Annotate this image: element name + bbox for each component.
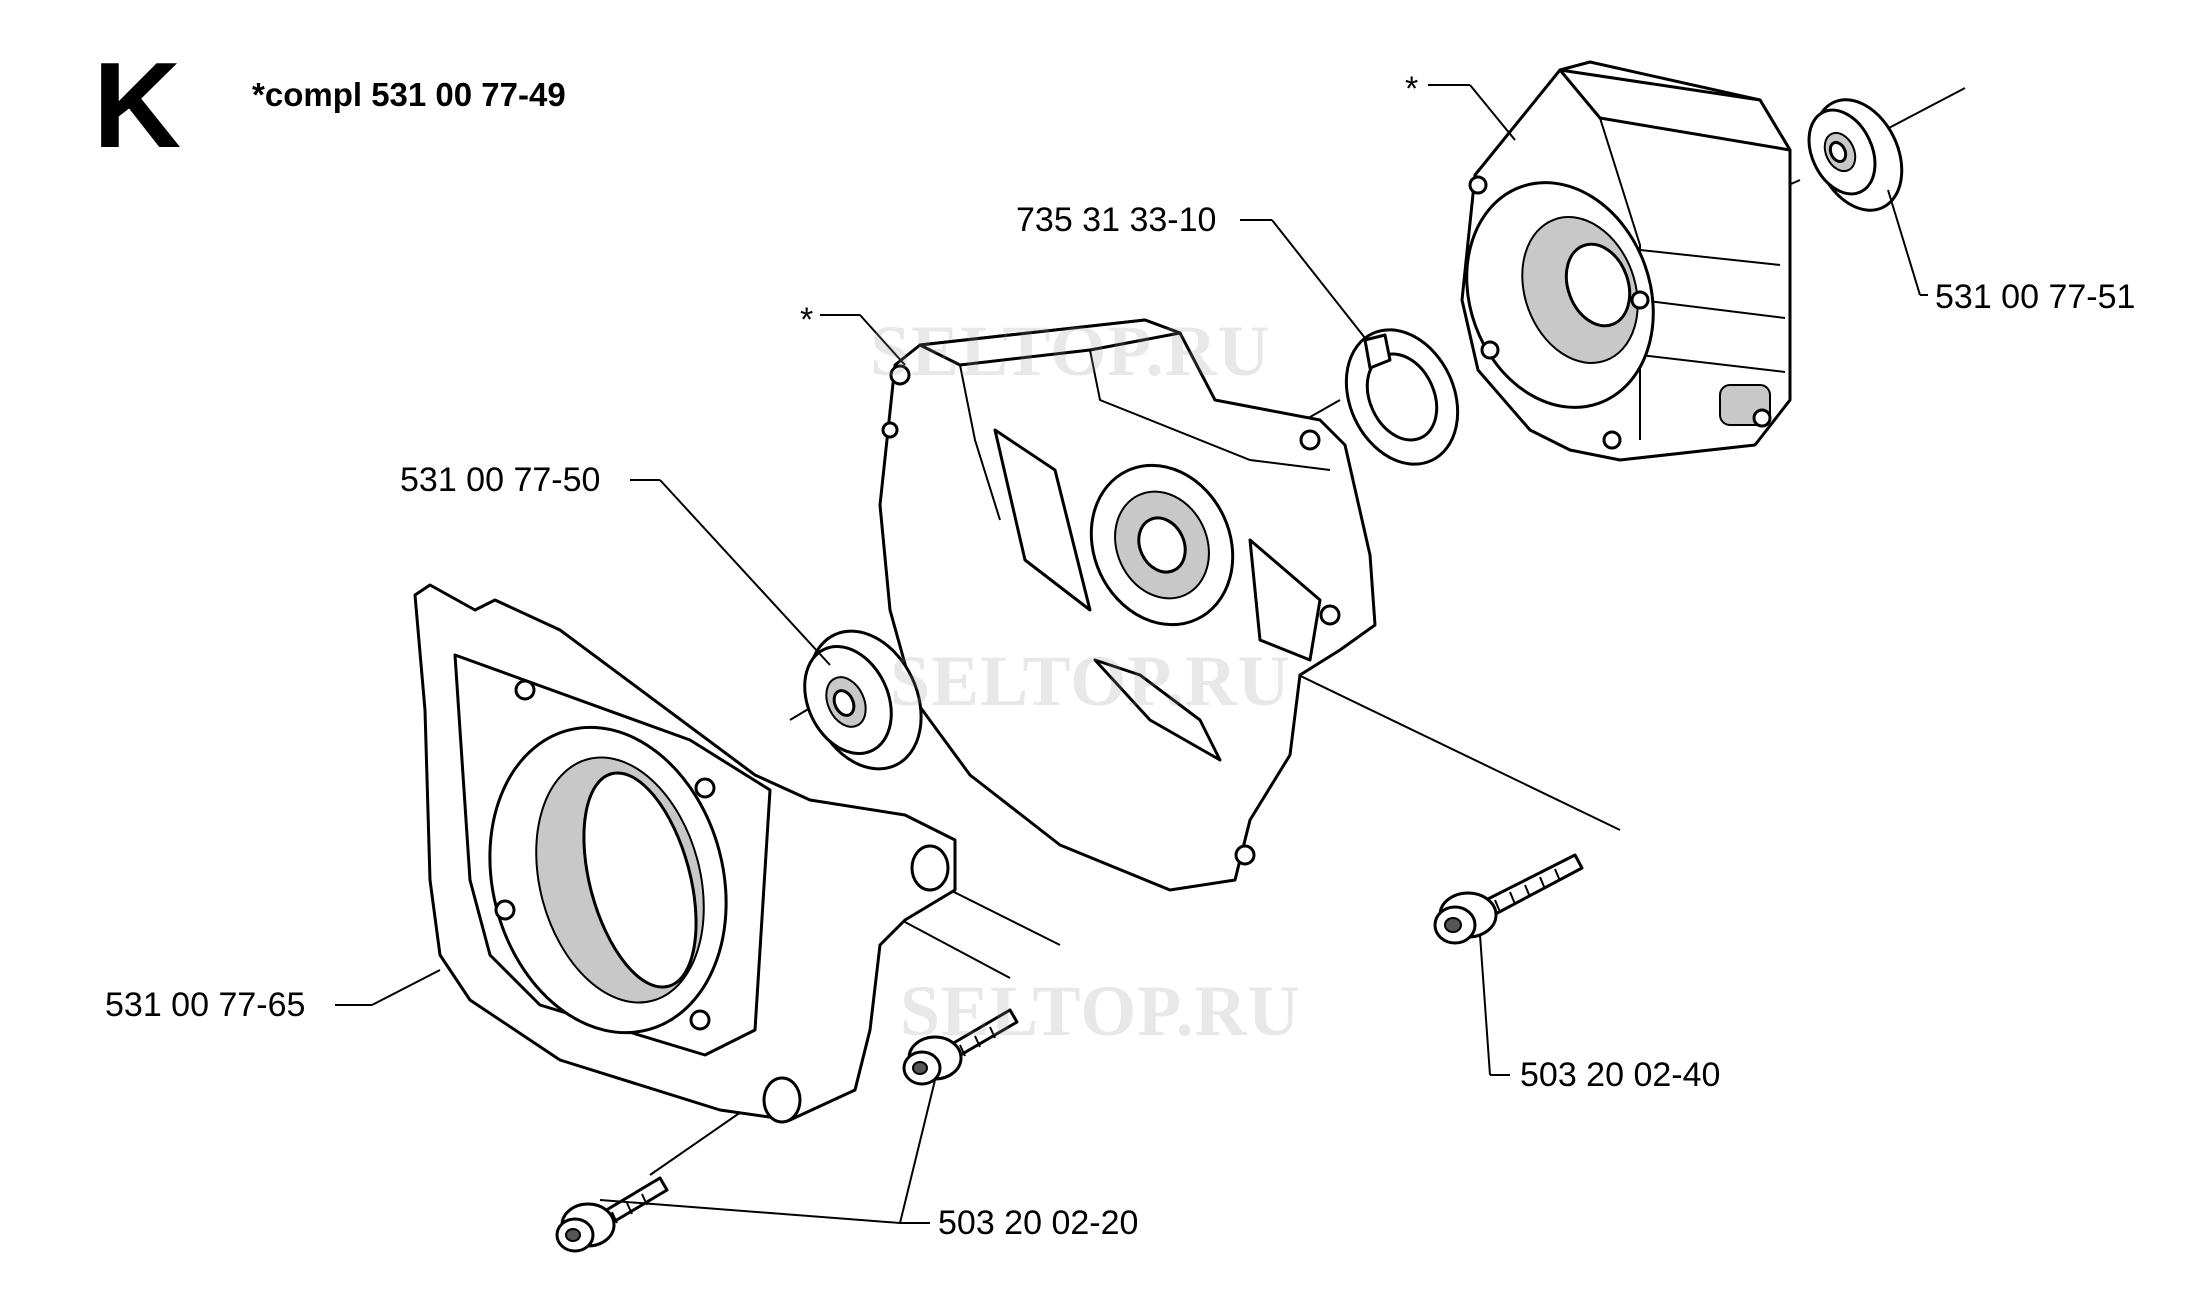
bolt-long [1433,853,1584,945]
watermark: SELTOP.RU [870,311,1271,391]
callout-bolt-long: 503 20 02-40 [1520,1056,1721,1094]
callout-seal-left: 531 00 77-50 [400,461,601,499]
right-oil-seal [1807,98,1904,212]
callout-star-crankcase: * [800,301,814,339]
circlip [1344,328,1460,466]
right-crankcase-cover [1460,60,1792,462]
watermark: SELTOP.RU [900,971,1301,1051]
callout-cover-left: 531 00 77-65 [105,986,306,1024]
bolt-short-lower [555,1176,669,1253]
watermark: SELTOP.RU [890,641,1291,721]
center-crankcase-half [878,318,1377,892]
left-cover [413,583,957,1124]
complete-assembly-number: *compl 531 00 77-49 [252,76,566,113]
bolt-short-upper [902,1008,1019,1086]
leader-lines [335,84,1928,1224]
section-letter: K [93,37,182,173]
left-oil-seal [803,629,923,771]
callout-bolt-short: 503 20 02-20 [938,1204,1139,1242]
callout-seal-right: 531 00 77-51 [1935,278,2136,316]
callout-star-cover: * [1405,70,1419,108]
callout-circlip: 735 31 33-10 [1016,201,1217,239]
